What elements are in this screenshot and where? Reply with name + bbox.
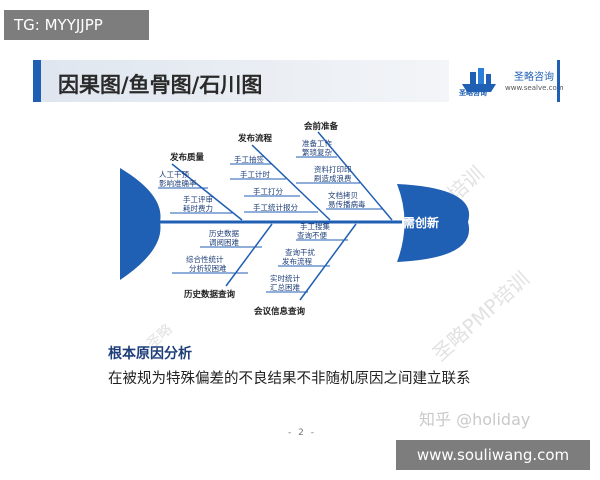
bone-meeting — [299, 223, 357, 301]
cause-quality-1a: 人工干预 — [159, 169, 189, 179]
cause-quality-2b: 耗时费力 — [183, 203, 213, 213]
logo-name: 圣略咨询 — [514, 72, 554, 83]
cause-prep-1b: 繁琐复杂 — [302, 147, 332, 157]
cause-history-1b: 调阅困难 — [209, 237, 239, 247]
logo-url: www.sealve.com — [505, 84, 564, 92]
site-overlay: www.souliwang.com — [396, 440, 590, 470]
cause-meeting-2b: 发布流程 — [282, 256, 312, 266]
cause-process-4: 手工统计报分 — [253, 202, 298, 212]
cause-quality-1b: 影响准确率 — [159, 178, 197, 188]
cause-meeting-2a: 查询干扰 — [285, 247, 315, 257]
bone-prep — [317, 131, 393, 221]
fish-head-label: 需创新 — [403, 215, 439, 230]
category-meeting: 会议信息查询 — [253, 306, 306, 317]
bone-history — [225, 223, 273, 287]
cause-prep-1a: 准备工作 — [302, 138, 332, 148]
cause-prep-2b: 刷造成浪费 — [314, 173, 352, 183]
page-number: - 2 - — [288, 428, 316, 438]
category-process: 发布流程 — [237, 133, 273, 144]
cause-quality-2a: 手工评审 — [183, 194, 213, 204]
tag-overlay: TG: MYYJJPP — [4, 10, 149, 40]
cause-process-2: 手工计时 — [240, 169, 270, 179]
fish-tail — [120, 168, 161, 280]
bone-quality — [171, 163, 243, 221]
cause-prep-3b: 易传播病毒 — [328, 199, 366, 209]
cause-meeting-1b: 查询不便 — [297, 230, 327, 240]
cause-history-2b: 分析较困难 — [189, 263, 227, 273]
cause-meeting-3a: 实时统计 — [270, 273, 300, 283]
cause-process-1: 手工抽签 — [234, 154, 264, 164]
watermark-zhihu: 知乎 @holiday — [419, 410, 531, 429]
fish-head — [397, 184, 470, 262]
page-title: 因果图/鱼骨图/石川图 — [58, 73, 263, 97]
logo-mark-icon — [462, 68, 496, 92]
cause-process-3: 手工打分 — [253, 186, 283, 196]
cause-meeting-3b: 汇总困难 — [270, 282, 300, 292]
cause-prep-3a: 文档拷贝 — [328, 190, 358, 200]
title-bar — [41, 60, 449, 102]
category-history: 历史数据查询 — [184, 289, 236, 300]
section-heading: 根本原因分析 — [108, 346, 192, 362]
bone-process — [251, 144, 331, 221]
cause-meeting-1a: 手工搜集 — [300, 221, 330, 231]
section-body: 在被规为特殊偏差的不良结果不非随机原因之间建立联系 — [108, 371, 471, 387]
cause-prep-2a: 资料打印印 — [314, 164, 352, 174]
cause-history-1a: 历史数据 — [209, 228, 239, 238]
logo-mark-text: 圣略咨询 — [459, 89, 487, 97]
category-prep: 会前准备 — [303, 121, 339, 132]
cause-history-2a: 综合性统计 — [186, 254, 224, 264]
logo-divider — [557, 60, 560, 102]
category-quality: 发布质量 — [169, 152, 205, 163]
title-accent-bar — [33, 60, 41, 102]
